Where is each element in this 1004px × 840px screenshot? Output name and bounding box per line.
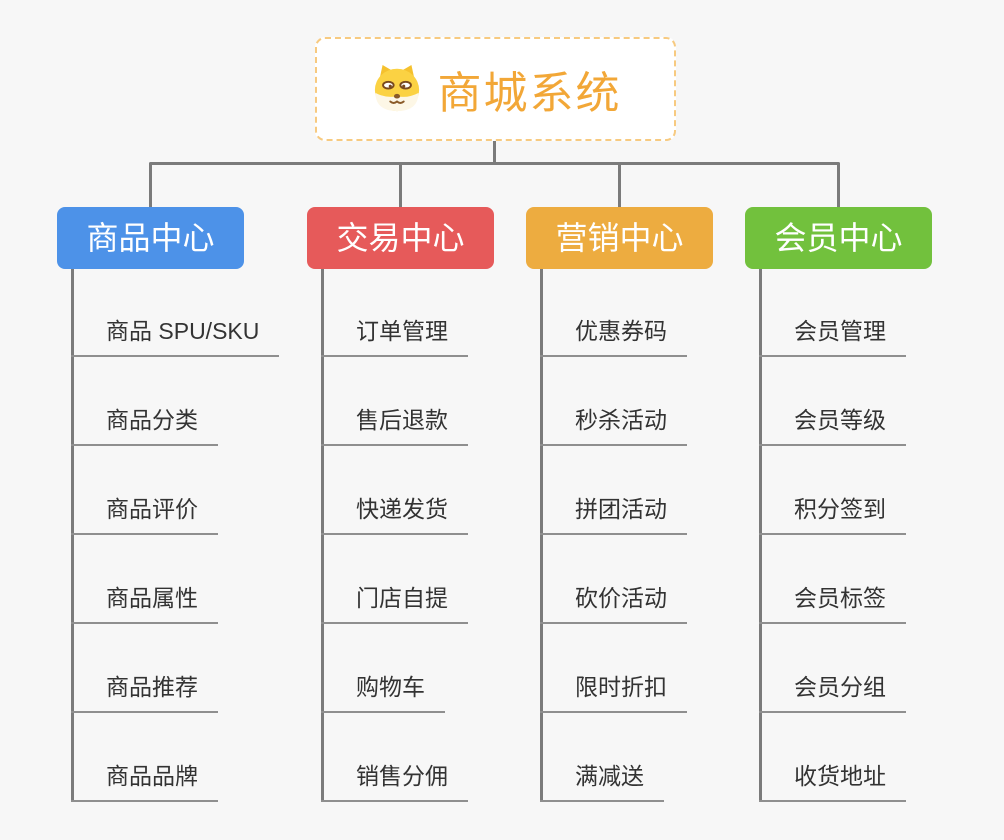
- leaf-node[interactable]: 商品推荐: [71, 673, 218, 713]
- branch-drop-line: [149, 163, 152, 208]
- branch-column-member: 会员管理 会员等级 积分签到 会员标签 会员分组 收货地址: [759, 269, 1004, 814]
- leaf-node[interactable]: 会员等级: [759, 406, 906, 446]
- leaf-node[interactable]: 销售分佣: [321, 762, 468, 802]
- leaf-node[interactable]: 砍价活动: [540, 584, 687, 624]
- branch-column-product: 商品 SPU/SKU 商品分类 商品评价 商品属性 商品推荐 商品品牌: [71, 269, 321, 814]
- branch-drop-line: [399, 163, 402, 208]
- leaf-node[interactable]: 商品分类: [71, 406, 218, 446]
- leaf-node[interactable]: 收货地址: [759, 762, 906, 802]
- leaf-node[interactable]: 积分签到: [759, 495, 906, 535]
- branch-node-trade-center[interactable]: 交易中心: [307, 207, 494, 269]
- branch-rail-line: [149, 162, 840, 165]
- root-node[interactable]: 商城系统: [315, 37, 676, 141]
- leaf-node[interactable]: 商品评价: [71, 495, 218, 535]
- leaf-node[interactable]: 订单管理: [321, 317, 468, 357]
- leaf-node[interactable]: 售后退款: [321, 406, 468, 446]
- leaf-node[interactable]: 拼团活动: [540, 495, 687, 535]
- leaf-node[interactable]: 满减送: [540, 762, 664, 802]
- branch-drop-line: [618, 163, 621, 208]
- root-title: 商城系统: [437, 69, 622, 118]
- branch-node-member-center[interactable]: 会员中心: [745, 207, 932, 269]
- leaf-node[interactable]: 商品品牌: [71, 762, 218, 802]
- branch-column-marketing: 优惠券码 秒杀活动 拼团活动 砍价活动 限时折扣 满减送: [540, 269, 790, 814]
- leaf-node[interactable]: 优惠券码: [540, 317, 687, 357]
- branch-node-marketing-center[interactable]: 营销中心: [526, 207, 713, 269]
- branch-node-product-center[interactable]: 商品中心: [57, 207, 244, 269]
- dog-face-icon: [370, 64, 424, 114]
- leaf-node[interactable]: 会员管理: [759, 317, 906, 357]
- trunk-line: [321, 269, 324, 802]
- leaf-node[interactable]: 快递发货: [321, 495, 468, 535]
- branch-column-trade: 订单管理 售后退款 快递发货 门店自提 购物车 销售分佣: [321, 269, 571, 814]
- leaf-node[interactable]: 商品属性: [71, 584, 218, 624]
- root-connector-line: [493, 140, 496, 164]
- leaf-node[interactable]: 会员标签: [759, 584, 906, 624]
- trunk-line: [540, 269, 543, 802]
- branch-drop-line: [837, 163, 840, 208]
- trunk-line: [759, 269, 762, 802]
- leaf-node[interactable]: 购物车: [321, 673, 445, 713]
- leaf-node[interactable]: 商品 SPU/SKU: [71, 317, 280, 357]
- leaf-node[interactable]: 秒杀活动: [540, 406, 687, 446]
- leaf-node[interactable]: 限时折扣: [540, 673, 687, 713]
- trunk-line: [71, 269, 74, 802]
- leaf-node[interactable]: 门店自提: [321, 584, 468, 624]
- leaf-node[interactable]: 会员分组: [759, 673, 906, 713]
